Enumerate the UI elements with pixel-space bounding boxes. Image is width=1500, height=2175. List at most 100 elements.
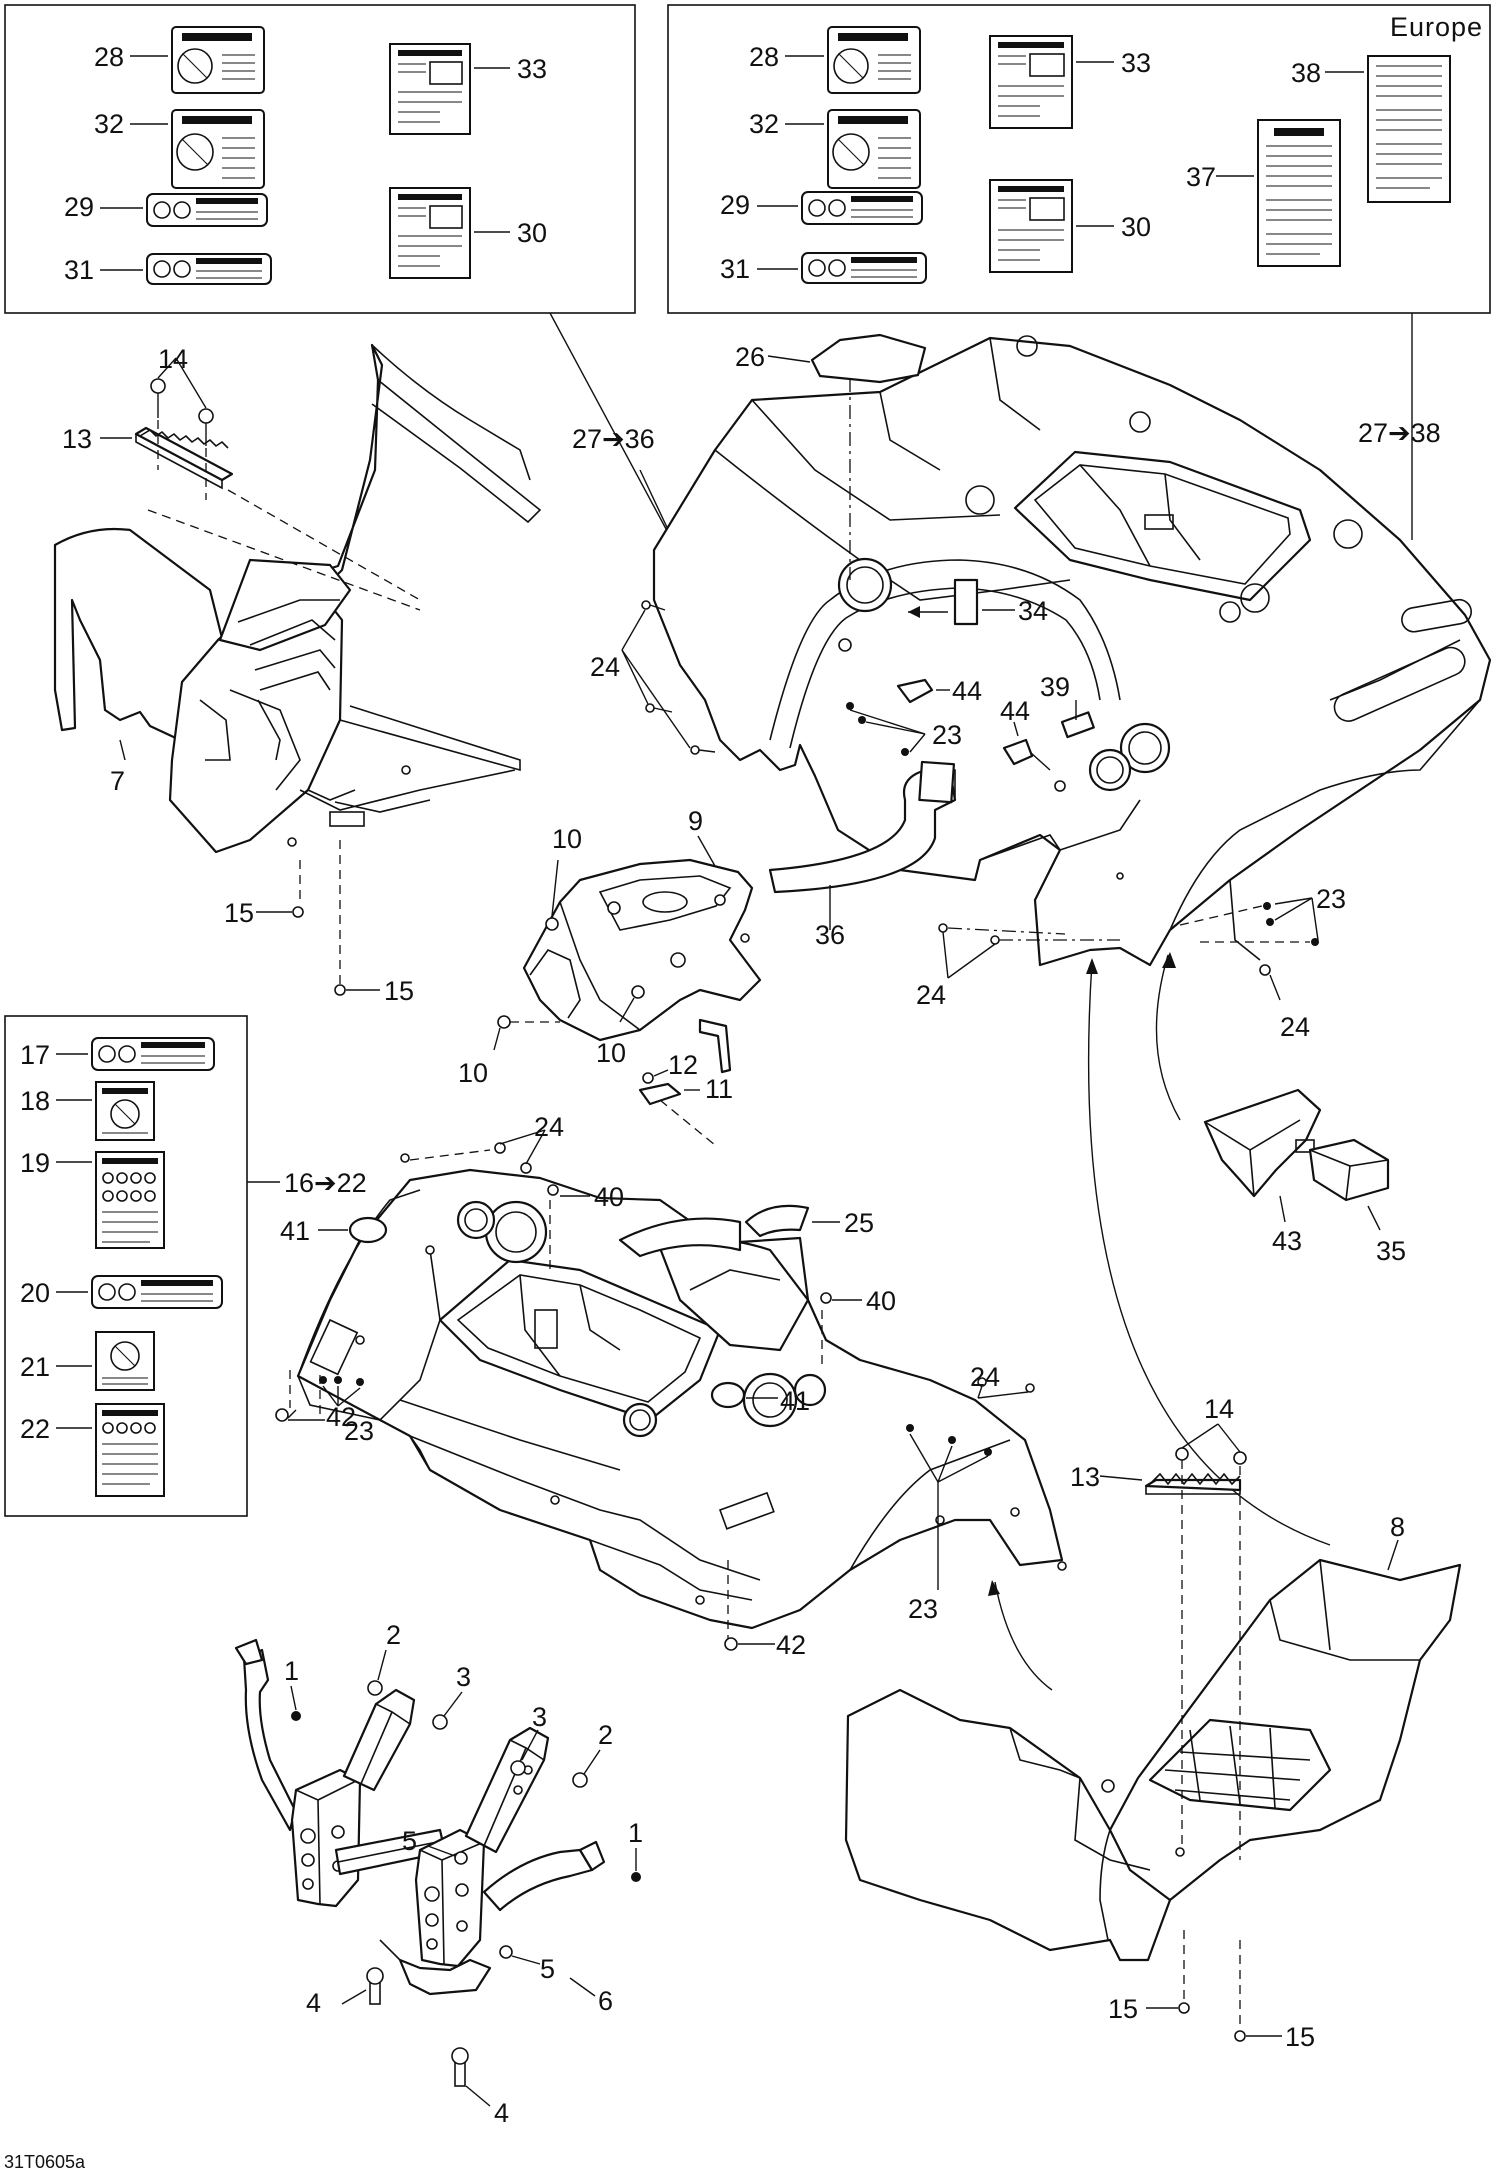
screws-24-rear-left: 24 <box>590 600 716 755</box>
screws-14-left <box>150 357 214 500</box>
callout-22: 22 <box>20 1414 50 1444</box>
cover-26: 26 <box>735 333 927 580</box>
callout-14-right: 14 <box>1204 1394 1234 1424</box>
callout-17: 17 <box>20 1040 50 1070</box>
right-side-panel-8 <box>844 1558 1462 1962</box>
step-plate-13-left <box>134 426 234 490</box>
callout-43: 43 <box>1272 1226 1302 1256</box>
decal-box-north-america: 28 32 29 31 33 30 <box>4 4 636 314</box>
callout-33-eu: 33 <box>1121 48 1151 78</box>
callout-34: 34 <box>1018 596 1048 626</box>
callout-13-right: 13 <box>1070 1462 1100 1492</box>
callout-23-rear-left: 23 <box>932 720 962 750</box>
callout-10-a: 10 <box>552 824 582 854</box>
callout-7: 7 <box>110 766 125 796</box>
callout-39: 39 <box>1040 672 1070 702</box>
callout-26: 26 <box>735 342 765 372</box>
callout-35: 35 <box>1376 1236 1406 1266</box>
decal-20-graphic <box>91 1275 223 1309</box>
housing-9: 9 <box>522 806 762 1042</box>
callout-31: 31 <box>64 255 94 285</box>
callout-15-left-b: 15 <box>384 976 414 1006</box>
decal-31-eu-graphic <box>801 252 927 284</box>
callout-15-left-a: 15 <box>224 898 254 928</box>
callout-32-eu: 32 <box>749 109 779 139</box>
decal-32-eu-graphic <box>827 109 921 189</box>
decal-29-eu-graphic <box>801 191 923 225</box>
callout-11: 11 <box>705 1074 733 1104</box>
cover-35: 35 <box>1308 1138 1406 1266</box>
callout-31-eu: 31 <box>720 254 750 284</box>
callout-29-eu: 29 <box>720 190 750 220</box>
decal-18-graphic <box>95 1081 155 1141</box>
callout-6: 6 <box>598 1986 613 2016</box>
callout-23-front-right: 23 <box>908 1594 938 1624</box>
callout-24-front-right: 24 <box>970 1362 1000 1392</box>
callout-27-38: 27➔38 <box>1358 418 1441 448</box>
callout-30: 30 <box>517 218 547 248</box>
front-bumper-6 <box>234 1638 606 1996</box>
decal-33-eu-graphic <box>989 35 1073 129</box>
decal-31-graphic <box>146 253 272 285</box>
fasteners-rear-right: 24 23 24 <box>916 884 1346 1042</box>
callout-4-a: 4 <box>306 1988 321 2018</box>
callout-3-a: 3 <box>456 1662 471 1692</box>
callout-24-rear-right-b: 24 <box>1280 1012 1310 1042</box>
callout-40-a: 40 <box>594 1182 624 1212</box>
callout-28: 28 <box>94 42 124 72</box>
callout-24-rear-left: 24 <box>590 652 620 682</box>
left-side-panel-7 <box>53 343 542 854</box>
fasteners-bumper: 1 1 2 2 3 3 5 5 4 4 6 <box>284 1620 643 2128</box>
callout-16-22: 16➔22 <box>284 1168 367 1198</box>
callout-36: 36 <box>815 920 845 950</box>
bracket-11-12: 12 11 <box>638 1018 733 1146</box>
decal-box-europe: Europe <box>667 4 1491 314</box>
callout-28-eu: 28 <box>749 42 779 72</box>
callout-20: 20 <box>20 1278 50 1308</box>
decal-box-front: 17 18 19 20 21 22 16➔22 <box>4 1015 367 1517</box>
fasteners-front: 24 40 41 25 40 41 23 42 42 24 <box>275 1112 1067 1660</box>
callout-10-b: 10 <box>596 1038 626 1068</box>
callout-5-a: 5 <box>402 1826 417 1856</box>
callout-15-right-a: 15 <box>1108 1994 1138 2024</box>
front-fender <box>289 1168 1064 1640</box>
callout-44-a: 44 <box>952 676 982 706</box>
screws-14-right: 14 <box>1175 1394 1247 1860</box>
callout-32: 32 <box>94 109 124 139</box>
decal-21-graphic <box>95 1331 155 1391</box>
callout-23-rear-right: 23 <box>1316 884 1346 914</box>
figure-code: 31T0605a <box>4 2152 86 2172</box>
callout-21: 21 <box>20 1352 50 1382</box>
plate-34: 34 <box>908 578 1048 626</box>
callout-14-left: 14 <box>158 344 188 374</box>
nuts-23-rear-left: 23 <box>846 702 962 756</box>
decal-30-eu-graphic <box>989 179 1073 273</box>
callout-12: 12 <box>668 1050 698 1080</box>
callout-24-front-top: 24 <box>534 1112 564 1142</box>
screws-10: 10 10 10 <box>458 824 645 1088</box>
plate-39: 39 <box>1040 672 1095 739</box>
decal-38-graphic <box>1367 55 1451 203</box>
callout-2-b: 2 <box>598 1720 613 1750</box>
step-plate-13-right: 13 <box>1070 1462 1242 1495</box>
callout-9: 9 <box>688 806 703 836</box>
decal-32-graphic <box>171 109 265 189</box>
callout-10-c: 10 <box>458 1058 488 1088</box>
callout-4-b: 4 <box>494 2098 509 2128</box>
callout-23-front-left: 23 <box>344 1416 374 1446</box>
callout-30-eu: 30 <box>1121 212 1151 242</box>
callout-25: 25 <box>844 1208 874 1238</box>
callout-41-a: 41 <box>280 1216 310 1246</box>
callout-38: 38 <box>1291 58 1321 88</box>
callout-15-right-b: 15 <box>1285 2022 1315 2052</box>
rear-fender <box>652 335 1492 967</box>
callout-37: 37 <box>1186 162 1216 192</box>
callout-1-a: 1 <box>284 1656 299 1686</box>
decal-22-graphic <box>95 1403 165 1497</box>
callout-41-b: 41 <box>780 1386 810 1416</box>
callout-1-b: 1 <box>628 1818 643 1848</box>
callout-42-a: 42 <box>326 1402 356 1432</box>
trim-36: 36 <box>768 760 957 950</box>
callout-19: 19 <box>20 1148 50 1178</box>
